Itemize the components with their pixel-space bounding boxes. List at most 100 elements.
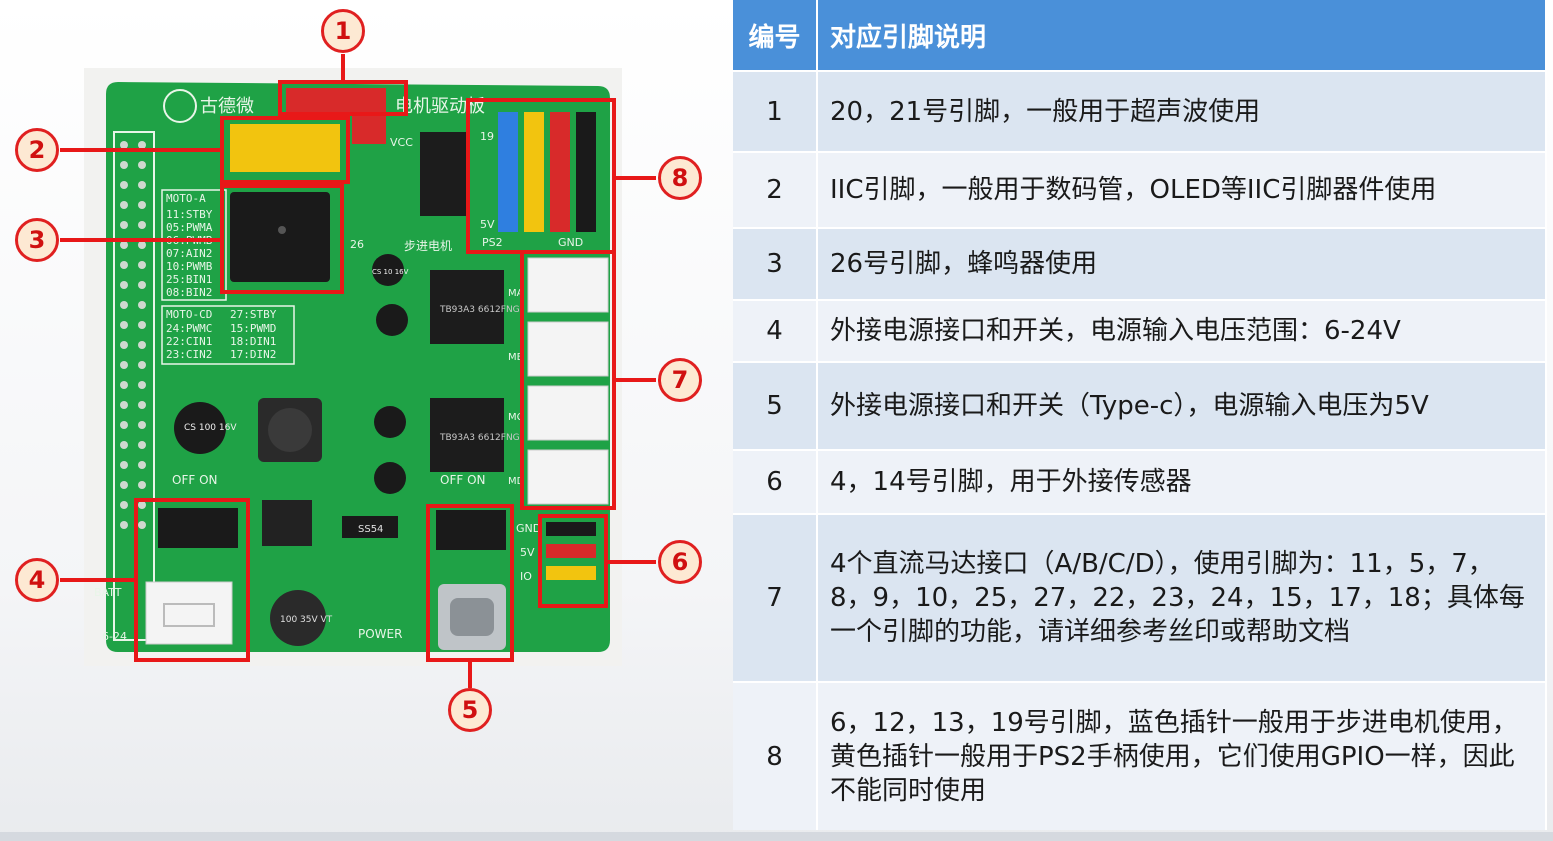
svg-text:IO: IO	[520, 570, 532, 583]
svg-text:23:CIN2: 23:CIN2	[166, 348, 212, 361]
svg-text:100 35V VT: 100 35V VT	[280, 615, 333, 625]
callout-7: 7	[658, 358, 702, 402]
svg-text:CS 10 16V: CS 10 16V	[372, 268, 409, 276]
row-description: 20，21号引脚，一般用于超声波使用	[817, 70, 1547, 152]
row-description: 6，12，13，19号引脚，蓝色插针一般用于步进电机使用，黄色插针一般用于PS2…	[817, 681, 1547, 830]
table-row: 8 6，12，13，19号引脚，蓝色插针一般用于步进电机使用，黄色插针一般用于P…	[733, 681, 1547, 830]
sensor-pins-black	[546, 522, 596, 536]
stepper-label: 步进电机	[404, 239, 452, 253]
motor-connector-d	[527, 449, 609, 505]
svg-text:07:AIN2: 07:AIN2	[166, 247, 212, 260]
board-title-text: 电机驱动板	[395, 96, 485, 117]
svg-text:MD: MD	[508, 476, 525, 487]
svg-text:11:STBY: 11:STBY	[166, 208, 213, 221]
row-description: 外接电源接口和开关，电源输入电压范围：6-24V	[817, 299, 1547, 362]
svg-text:15:PWMD: 15:PWMD	[230, 322, 276, 335]
table-header-row: 编号 对应引脚说明	[733, 0, 1547, 71]
svg-text:25:BIN1: 25:BIN1	[166, 273, 212, 286]
callout-1: 1	[321, 9, 365, 53]
svg-text:19: 19	[480, 130, 494, 143]
cap-small-1	[372, 254, 404, 286]
switch-left	[158, 508, 238, 548]
cap-small-3	[374, 406, 406, 438]
motor-connector-a	[527, 257, 609, 313]
motor-connector-b	[527, 321, 609, 377]
cap-big	[270, 590, 326, 646]
board-photo-area: 古德微 电机驱动板 VCC 26 步进电机 MOTO-A 11:STBY 05:…	[0, 0, 720, 841]
row-number: 8	[733, 681, 818, 830]
table-row: 6 4，14号引脚，用于外接传感器	[733, 449, 1547, 514]
svg-text:MB: MB	[508, 352, 524, 363]
callout-2: 2	[15, 128, 59, 172]
driver-chip-1	[430, 270, 504, 344]
sensor-pins-yellow	[546, 566, 596, 580]
cap-large	[174, 402, 226, 454]
table-row: 7 4个直流马达接口（A/B/C/D），使用引脚为：11，5，7，8，9，10，…	[733, 513, 1547, 682]
row-description: 4个直流马达接口（A/B/C/D），使用引脚为：11，5，7，8，9，10，25…	[817, 513, 1547, 682]
row-description: 外接电源接口和开关（Type-c），电源输入电压为5V	[817, 361, 1547, 450]
ic-top	[420, 132, 466, 216]
svg-text:10:PWMB: 10:PWMB	[166, 260, 213, 273]
ps2-pins-yellow	[524, 112, 544, 232]
vcc-label: VCC	[390, 136, 413, 149]
callout-5: 5	[448, 688, 492, 732]
callout-6: 6	[658, 540, 702, 584]
row-description: 26号引脚，蜂鸣器使用	[817, 227, 1547, 300]
iic-header	[230, 124, 340, 172]
row-number: 5	[733, 361, 818, 450]
svg-text:SS54: SS54	[358, 524, 383, 535]
switch-left-label: OFF ON	[172, 473, 218, 487]
table-row: 3 26号引脚，蜂鸣器使用	[733, 227, 1547, 300]
pin26-label: 26	[350, 238, 364, 251]
svg-text:22:CIN1: 22:CIN1	[166, 335, 212, 348]
gnd-pins-black	[576, 112, 596, 232]
row-number: 6	[733, 449, 818, 514]
row-description: IIC引脚，一般用于数码管，OLED等IIC引脚器件使用	[817, 151, 1547, 228]
sensor-pins-red	[546, 544, 596, 558]
stepper-pins-blue	[498, 112, 518, 232]
table-row: 4 外接电源接口和开关，电源输入电压范围：6-24V	[733, 299, 1547, 362]
cap-small-4	[374, 462, 406, 494]
row-number: 4	[733, 299, 818, 362]
row-description: 4，14号引脚，用于外接传感器	[817, 449, 1547, 514]
buzzer	[230, 192, 330, 282]
svg-text:17:DIN2: 17:DIN2	[230, 348, 276, 361]
row-number: 2	[733, 151, 818, 228]
batt-connector	[145, 581, 233, 645]
board-photo: 古德微 电机驱动板 VCC 26 步进电机 MOTO-A 11:STBY 05:…	[60, 54, 656, 688]
driver-chip-2	[430, 398, 504, 472]
svg-text:TB93A3 6612FNG: TB93A3 6612FNG	[439, 305, 520, 315]
switch-mid-label: OFF ON	[440, 473, 486, 487]
moto-ab-label: MOTO-A	[166, 192, 206, 205]
switch-mid	[436, 510, 506, 550]
moto-cd-label: MOTO-CD	[166, 308, 212, 321]
svg-text:05:PWMA: 05:PWMA	[166, 221, 213, 234]
svg-text:27:STBY: 27:STBY	[230, 308, 277, 321]
ultrasonic-header	[286, 88, 386, 112]
svg-text:18:DIN1: 18:DIN1	[230, 335, 276, 348]
header-description: 对应引脚说明	[817, 0, 1547, 71]
svg-text:08:BIN2: 08:BIN2	[166, 286, 212, 299]
brand-text: 古德微	[200, 96, 254, 117]
table-row: 2 IIC引脚，一般用于数码管，OLED等IIC引脚器件使用	[733, 151, 1547, 228]
row-number: 1	[733, 70, 818, 152]
row-number: 7	[733, 513, 818, 682]
svg-text:PS2: PS2	[482, 236, 503, 249]
svg-text:GND: GND	[558, 236, 583, 249]
gpio-pins	[120, 141, 146, 529]
callout-3: 3	[15, 218, 59, 262]
pin-description-table: 编号 对应引脚说明 1 20，21号引脚，一般用于超声波使用 2 IIC引脚，一…	[733, 0, 1547, 830]
callout-8: 8	[658, 156, 702, 200]
svg-text:5V: 5V	[480, 218, 495, 231]
svg-text:CS 100 16V: CS 100 16V	[184, 423, 237, 433]
svg-text:MC: MC	[508, 412, 524, 423]
svg-text:GND: GND	[516, 522, 541, 535]
svg-text:TB93A3 6612FNG: TB93A3 6612FNG	[439, 433, 520, 443]
logo-seal	[163, 89, 197, 123]
table-row: 1 20，21号引脚，一般用于超声波使用	[733, 70, 1547, 152]
batt-label: BATT	[94, 586, 122, 599]
range-label: 6-24	[102, 630, 127, 643]
bottom-rule	[0, 832, 1553, 841]
power-label: POWER	[358, 627, 402, 641]
svg-text:MA: MA	[508, 288, 524, 299]
